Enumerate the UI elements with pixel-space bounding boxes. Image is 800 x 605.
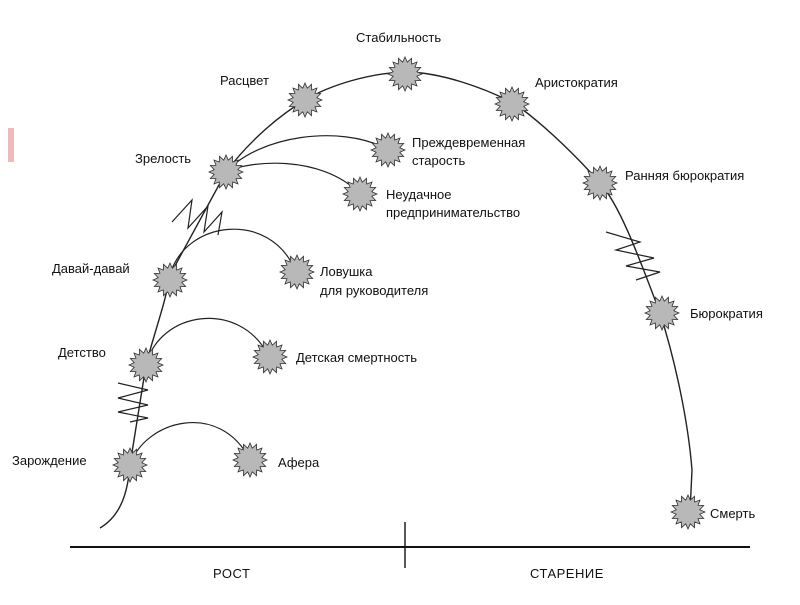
star-smert [670,494,706,530]
label-smert: Смерть [710,506,755,521]
label-detstvo: Детство [58,345,106,360]
label-afera: Афера [278,455,320,470]
label-lovushka-2: для руководителя [320,283,428,298]
star-aristokratiya [494,86,530,122]
star-lovushka [279,254,315,290]
label-detskaya: Детская смертность [296,350,417,365]
star-rannyaya [582,165,618,201]
star-afera [232,442,268,478]
star-detskaya [252,339,288,375]
branch-lovushka [169,228,296,276]
star-stabilnost [387,56,423,92]
label-davai: Давай-давай [52,261,130,276]
label-rannyaya: Ранняя бюрократия [625,168,744,183]
stage-markers [112,56,706,530]
margin-mark [8,128,14,162]
label-rascvet: Расцвет [220,73,269,88]
label-prezhdevremennaya-2: старость [412,153,465,168]
label-stabilnost: Стабильность [356,30,441,45]
star-detstvo [128,347,164,383]
label-aristokratiya: Аристократия [535,75,618,90]
label-neudachnoe-2: предпринимательство [386,205,520,220]
label-byurokratiya: Бюрократия [690,306,763,321]
branch-afera [129,422,251,466]
branch-prezhdevremennaya [225,135,386,173]
star-davai [152,262,188,298]
star-rascvet [287,82,323,118]
branch-detskaya [145,317,269,366]
label-neudachnoe-1: Неудачное [386,187,451,202]
label-lovushka-1: Ловушка [320,264,373,279]
branch-neudachnoe [225,162,359,193]
star-prezhdevremennaya [370,132,406,168]
zigzag-early [117,382,149,423]
axis-label-aging: СТАРЕНИЕ [530,566,604,581]
zigzag-growth [171,198,223,236]
label-prezhdevremennaya-1: Преждевременная [412,135,525,150]
star-zrelost [208,154,244,190]
label-zarozhdenie: Зарождение [12,453,87,468]
axis-label-growth: РОСТ [213,566,250,581]
zigzag-aging [605,231,661,281]
label-zrelost: Зрелость [135,151,191,166]
star-byurokratiya [644,295,680,331]
star-neudachnoe [342,176,378,212]
star-zarozhdenie [112,447,148,483]
